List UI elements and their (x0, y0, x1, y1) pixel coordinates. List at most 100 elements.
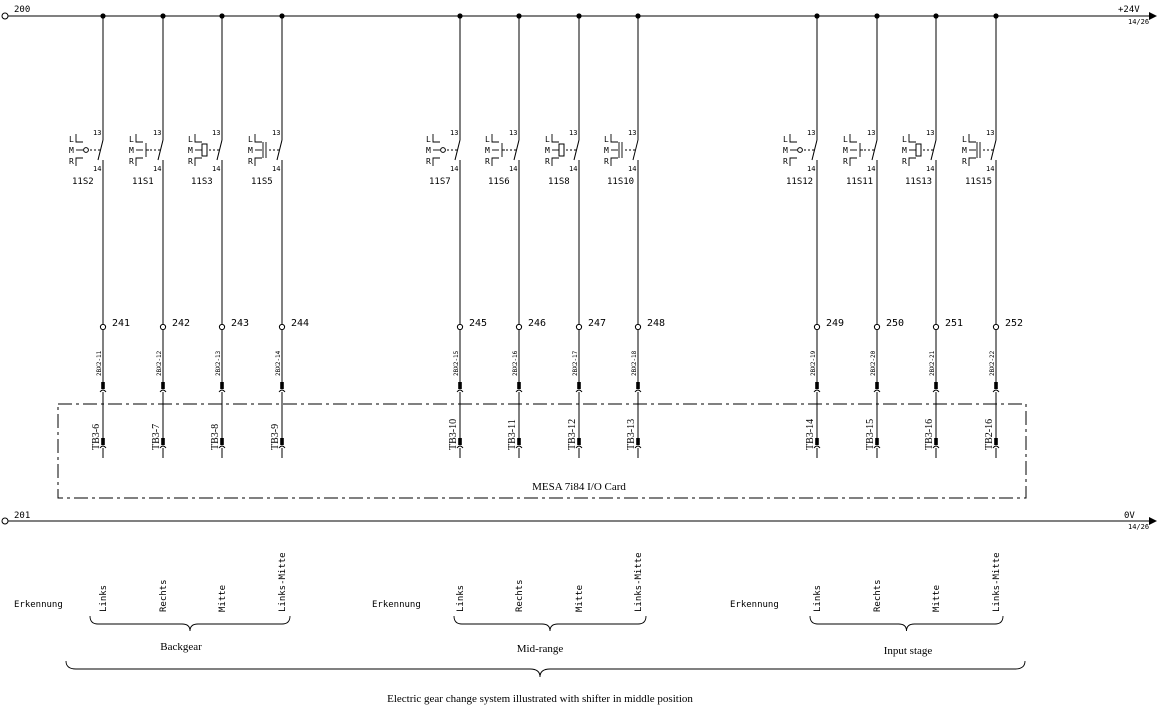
contact-number-bottom: 14 (93, 165, 101, 173)
wire-number: 252 (1005, 318, 1023, 329)
contact-number-bottom: 14 (986, 165, 994, 173)
selector-r (254, 157, 262, 166)
operator-circle (440, 147, 446, 153)
selector-l (908, 134, 916, 143)
contact-number-top: 13 (926, 129, 934, 137)
switch-label: 11S13 (905, 177, 932, 187)
selector-r (968, 157, 976, 166)
contact-number-top: 13 (807, 129, 815, 137)
pos-label-l: L (485, 135, 490, 144)
wire-node (634, 323, 642, 331)
selector-l (551, 134, 559, 143)
connector-block (815, 382, 819, 389)
connector-cup (515, 389, 523, 393)
pos-label-r: R (426, 157, 431, 166)
contact-number-bottom: 14 (807, 165, 815, 173)
wire-node (873, 323, 881, 331)
operator-push (145, 143, 149, 157)
wire-node (218, 323, 226, 331)
contact-number-bottom: 14 (212, 165, 220, 173)
connector-cup (813, 389, 821, 393)
pos-label-l: L (783, 135, 788, 144)
tb-label: TB3-11 (507, 419, 518, 450)
operator-double (618, 142, 623, 158)
connector-block (577, 382, 581, 389)
contact-number-top: 13 (986, 129, 994, 137)
rail-junction (635, 13, 641, 19)
selector-l (849, 134, 857, 143)
wire-number: 243 (231, 318, 249, 329)
operator-box (558, 143, 565, 157)
selector-r (849, 157, 857, 166)
channel-group: LMR131411S22412BX2-11TB3-6LinksLMR131411… (69, 13, 1023, 612)
connector-block (161, 382, 165, 389)
terminal-ref: 2BX2-15 (453, 350, 460, 376)
contact-blade (216, 139, 223, 161)
signal-label: Mitte (218, 585, 228, 612)
group-brace (453, 615, 647, 632)
contact-number-bottom: 14 (867, 165, 875, 173)
connector-block (636, 382, 640, 389)
card-pin (577, 438, 581, 445)
contact-blade (97, 139, 104, 161)
card-pin (517, 438, 521, 445)
selector-r (789, 157, 797, 166)
caption: Electric gear change system illustrated … (387, 693, 693, 705)
pos-label-l: L (426, 135, 431, 144)
selector-l (194, 134, 202, 143)
operator-double (976, 142, 981, 158)
tb-label: TB3-10 (448, 419, 459, 450)
bottom-rail-terminal (1, 517, 9, 525)
group-brace (89, 615, 291, 632)
switch-label: 11S5 (251, 177, 273, 187)
connector-cup (218, 389, 226, 393)
terminal-ref: 2BX2-21 (929, 350, 936, 376)
group-name: Mid-range (517, 643, 564, 655)
connector-block (994, 382, 998, 389)
pos-label-l: L (843, 135, 848, 144)
selector-r (908, 157, 916, 166)
connector-cup (99, 389, 107, 393)
switch-label: 11S15 (965, 177, 992, 187)
bottom-rail: 201 0V 14/26 (1, 511, 1157, 531)
group-name: Backgear (160, 641, 202, 653)
switch-label: 11S3 (191, 177, 213, 187)
selector-r (75, 157, 83, 166)
signal-label: Links-Mitte (278, 552, 288, 612)
top-rail-terminal (1, 12, 9, 20)
terminal-ref: 2BX2-17 (572, 350, 579, 376)
tb-label: TB3-15 (865, 419, 876, 450)
tb-label: TB3-12 (567, 419, 578, 450)
selector-l (135, 134, 143, 143)
switch-label: 11S11 (846, 177, 873, 187)
terminal-ref: 2BX2-12 (156, 350, 163, 376)
rail-junction (279, 13, 285, 19)
terminal-ref: 2BX2-11 (96, 350, 103, 376)
pos-label-l: L (902, 135, 907, 144)
contact-number-top: 13 (867, 129, 875, 137)
tb-label: TB3-16 (924, 419, 935, 450)
connector-block (517, 382, 521, 389)
group-brace (809, 615, 1004, 632)
operator-push (859, 143, 863, 157)
switch-label: 11S6 (488, 177, 510, 187)
contact-blade (454, 139, 461, 161)
group-annotations: ErkennungBackgearErkennungMid-rangeErken… (14, 600, 1004, 657)
contact-number-bottom: 14 (569, 165, 577, 173)
pos-label-l: L (129, 135, 134, 144)
contact-number-top: 13 (212, 129, 220, 137)
card-pin (875, 438, 879, 445)
rail-junction (814, 13, 820, 19)
connector-cup (932, 389, 940, 393)
pos-label-l: L (962, 135, 967, 144)
wire-number: 247 (588, 318, 606, 329)
selector-l (432, 134, 440, 143)
selector-r (135, 157, 143, 166)
